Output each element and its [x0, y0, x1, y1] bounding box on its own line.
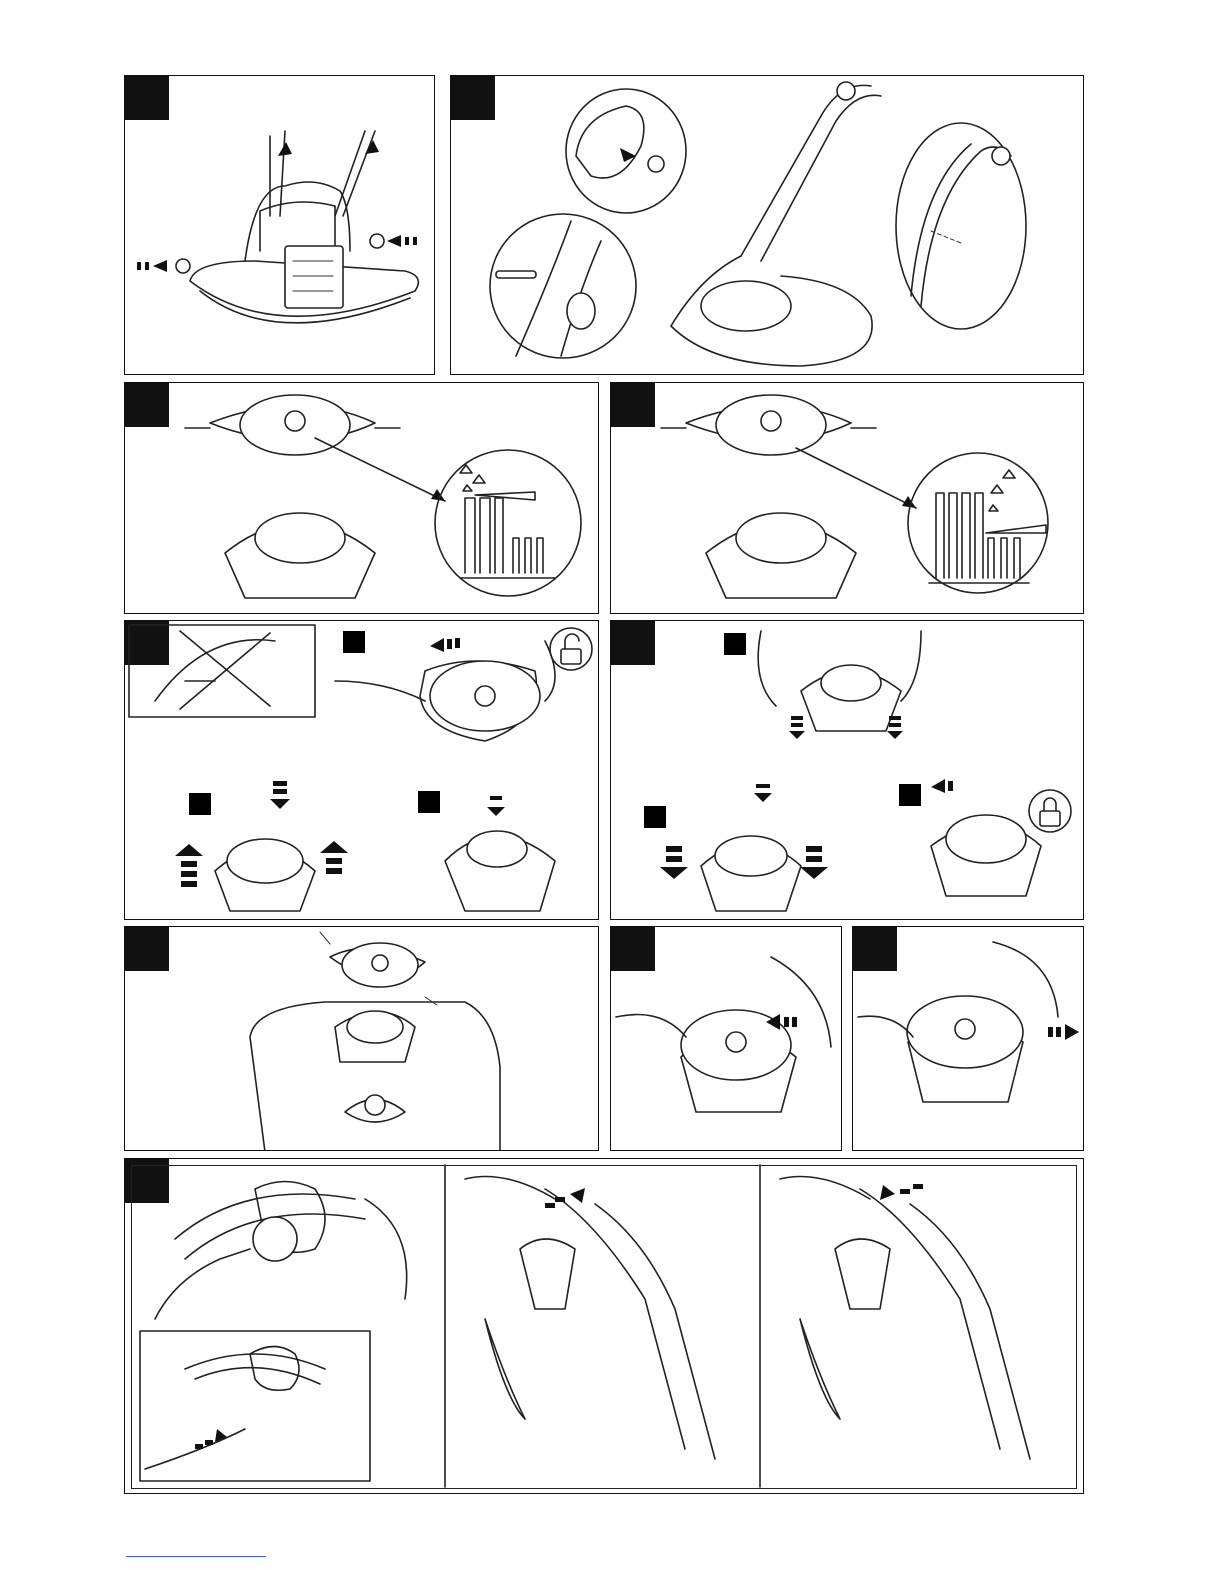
figure-5-panel	[124, 620, 599, 920]
figure-6-panel	[610, 620, 1084, 920]
cable-connection-illustration	[125, 1159, 1084, 1494]
sub-badge	[189, 793, 211, 815]
figure-9-panel	[852, 926, 1084, 1151]
figure-4-panel	[610, 382, 1084, 614]
exploded-blade-assembly-illustration	[125, 927, 599, 1151]
blade-removal-illustration	[125, 621, 599, 920]
mower-overview-illustration	[451, 76, 1084, 375]
blade-tighten-illustration	[611, 927, 842, 1151]
blade-sharpening-illustration	[611, 383, 1084, 614]
sub-badge	[418, 791, 440, 813]
figure-8-panel	[610, 926, 842, 1151]
padlock-closed-icon	[1029, 790, 1071, 832]
sub-badge	[899, 784, 921, 806]
padlock-open-icon	[550, 628, 592, 670]
handle-assembly-illustration	[125, 76, 435, 375]
figure-3-panel	[124, 382, 599, 614]
footer-link-underline	[126, 1556, 266, 1557]
figure-7-panel	[124, 926, 599, 1151]
figure-2-panel	[450, 75, 1084, 375]
sub-badge	[343, 631, 365, 653]
sub-badge	[644, 806, 666, 828]
sub-badge	[724, 633, 746, 655]
blade-refit-illustration	[611, 621, 1084, 920]
figure-10-panel	[124, 1158, 1084, 1494]
blade-release-illustration	[853, 927, 1084, 1151]
figure-1-panel	[124, 75, 435, 375]
blade-wear-illustration	[125, 383, 599, 614]
